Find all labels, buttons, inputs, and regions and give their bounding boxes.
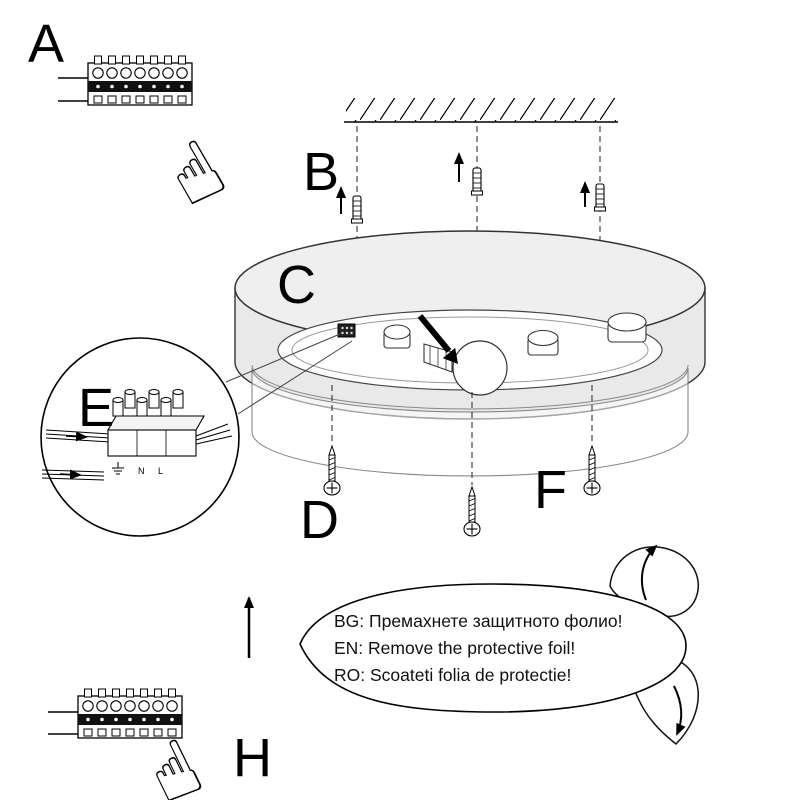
label-n: N bbox=[138, 466, 145, 476]
step-label-c: C bbox=[277, 255, 316, 315]
bubble-text-ro: RO: Scoateti folia de protectie! bbox=[334, 665, 571, 685]
alignment-dashes-bottom bbox=[331, 385, 593, 485]
lamp-canopy bbox=[234, 230, 706, 477]
wall-plugs bbox=[336, 152, 607, 224]
label-l: L bbox=[158, 466, 163, 476]
bulb-socket bbox=[607, 312, 647, 343]
bulb-socket bbox=[527, 329, 559, 356]
step-h-illustration: ☝ bbox=[48, 688, 216, 800]
lamp-interior bbox=[337, 312, 647, 396]
step-a-illustration: ☝ bbox=[58, 55, 241, 226]
wall-plug bbox=[593, 183, 607, 212]
connector-block bbox=[337, 323, 356, 338]
insert-bulb-arrow bbox=[417, 314, 458, 364]
light-bulb bbox=[423, 340, 508, 396]
step-label-f: F bbox=[534, 460, 567, 520]
wire-arrow bbox=[65, 431, 88, 442]
screw bbox=[463, 486, 481, 537]
terminal-block bbox=[87, 55, 193, 106]
step-label-a: A bbox=[28, 14, 64, 74]
wires-out bbox=[195, 423, 233, 445]
detail-terminal-block bbox=[107, 389, 205, 457]
step-label-h: H bbox=[233, 728, 272, 788]
diffuser bbox=[251, 367, 689, 477]
wall-plug bbox=[470, 167, 484, 196]
step-label-e: E bbox=[78, 378, 114, 438]
wiring-detail-circle: N L bbox=[40, 337, 240, 537]
ceiling-hatch bbox=[344, 98, 618, 123]
wall-plug bbox=[350, 195, 364, 224]
bubble-text-bg: BG: Премахнете защитното фолио! bbox=[334, 611, 623, 631]
bulb-socket bbox=[383, 324, 411, 349]
peel-arrow-up bbox=[640, 544, 658, 601]
step-label-b: B bbox=[303, 142, 339, 202]
wire-arrow bbox=[59, 469, 82, 480]
hand-icon: ☝ bbox=[152, 121, 241, 226]
bubble-text-en: EN: Remove the protective foil! bbox=[334, 638, 575, 658]
hatch-area bbox=[346, 98, 616, 122]
peel-arrow-down bbox=[673, 685, 686, 736]
step-label-d: D bbox=[300, 490, 339, 550]
speech-bubble bbox=[299, 583, 687, 713]
earth-symbol bbox=[112, 462, 124, 475]
diffuser-rim bbox=[251, 364, 689, 410]
detail-leader-lines bbox=[225, 333, 353, 415]
